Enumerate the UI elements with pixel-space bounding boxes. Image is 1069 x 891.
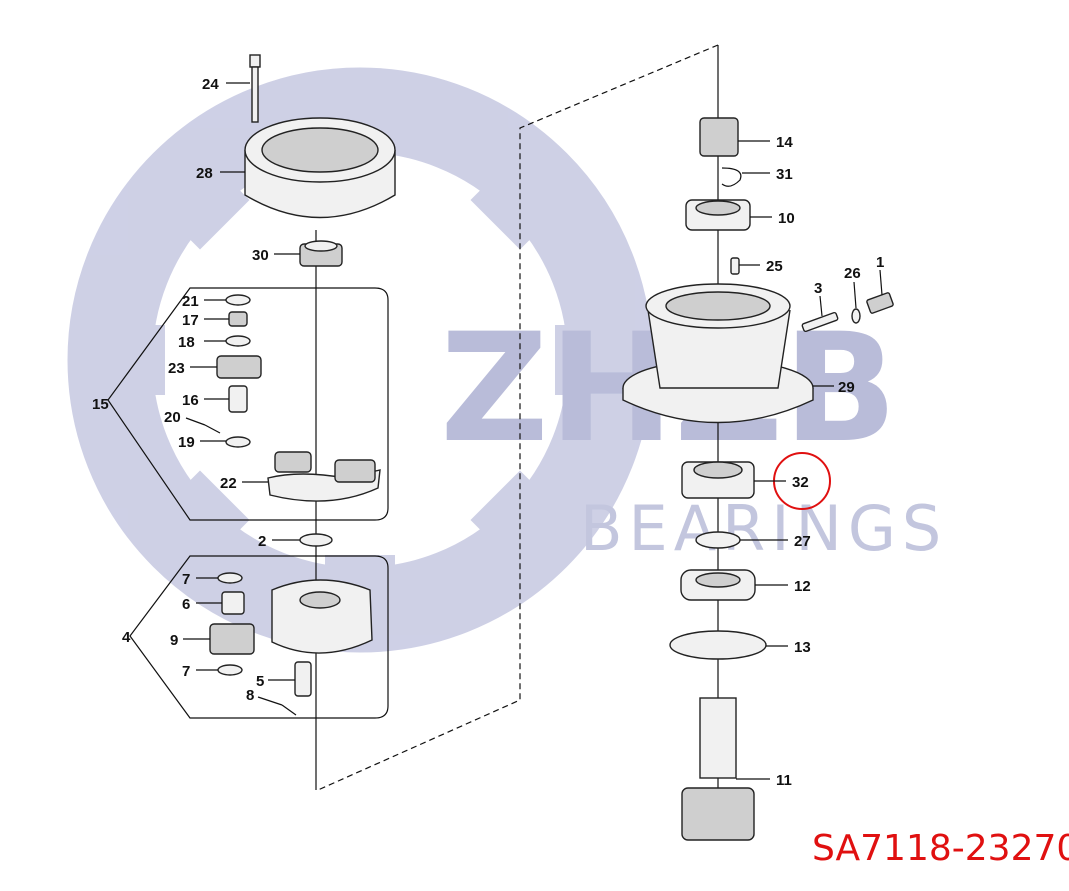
part-17-needle-bearing	[228, 311, 248, 327]
callout-7-upper: 7	[182, 571, 190, 588]
callout-32: 32	[792, 474, 809, 491]
group-4-bracket	[129, 555, 389, 719]
callout-8: 8	[246, 687, 254, 704]
part-2-thrust-ring	[299, 533, 333, 547]
part-20-roll-pin	[204, 424, 221, 434]
callout-1: 1	[876, 254, 884, 271]
callout-19: 19	[178, 434, 195, 451]
part-29-gear-housing	[622, 283, 814, 424]
callout-11: 11	[776, 772, 792, 789]
callout-27: 27	[794, 533, 811, 550]
callout-9: 9	[170, 632, 178, 649]
part-26-o-ring	[851, 308, 861, 324]
part-25-dowel-pin	[730, 257, 740, 275]
part-27-o-ring	[695, 531, 741, 549]
leader-lines	[183, 82, 883, 780]
watermark-subtitle: BEARINGS	[580, 492, 947, 565]
callout-21: 21	[182, 293, 199, 310]
part-12-oil-seal	[680, 569, 756, 601]
callout-7-lower: 7	[182, 663, 190, 680]
callout-20: 20	[164, 409, 181, 426]
part-31-snap-ring	[721, 167, 742, 187]
callout-5: 5	[256, 673, 264, 690]
part-19-thrust-washer	[225, 436, 251, 448]
callout-22: 22	[220, 475, 237, 492]
callout-28: 28	[196, 165, 213, 182]
callout-13: 13	[794, 639, 811, 656]
callout-16: 16	[182, 392, 199, 409]
part-7-upper-washer	[217, 572, 243, 584]
part-14-pinion-gear	[699, 117, 739, 157]
part-5-planet-pin	[294, 661, 312, 697]
callout-4: 4	[122, 629, 131, 646]
part-32-bearing	[681, 461, 755, 499]
callout-31: 31	[776, 166, 793, 183]
part-11-pinion-shaft	[681, 697, 755, 841]
callout-29: 29	[838, 379, 855, 396]
part-number: SA7118-23270	[812, 828, 1069, 869]
part-21-snap-ring	[225, 294, 251, 306]
callout-10: 10	[778, 210, 795, 227]
part-3-drain-plug	[801, 311, 839, 333]
callout-12: 12	[794, 578, 811, 595]
callout-2: 2	[258, 533, 266, 550]
callout-24: 24	[202, 76, 219, 93]
part-23-planet-gear	[216, 355, 262, 379]
part-24-bolt	[249, 54, 261, 123]
part-4-planet-carrier	[271, 579, 373, 654]
part-9-planet-gear	[209, 623, 255, 655]
part-10-taper-bearing	[685, 199, 751, 231]
callout-30: 30	[252, 247, 269, 264]
part-18-thrust-washer	[225, 335, 251, 347]
part-30-sun-gear	[299, 240, 343, 267]
part-1-plug	[866, 292, 894, 314]
part-6-needle-bearing	[221, 591, 245, 615]
part-8-roll-pin	[281, 704, 297, 716]
callout-26: 26	[844, 265, 861, 282]
callout-6: 6	[182, 596, 190, 613]
part-16-planet-pin	[228, 385, 248, 413]
callout-15: 15	[92, 396, 109, 413]
callout-14: 14	[776, 134, 793, 151]
callout-25: 25	[766, 258, 783, 275]
group-15-bracket	[107, 287, 389, 521]
part-7-lower-washer	[217, 664, 243, 676]
callout-18: 18	[178, 334, 195, 351]
callout-23: 23	[168, 360, 185, 377]
part-13-dust-cover	[669, 630, 767, 660]
callout-17: 17	[182, 312, 199, 329]
assembly-dashed-outline	[317, 44, 719, 791]
callout-3: 3	[814, 280, 822, 297]
part-28-ring-gear	[244, 117, 396, 219]
part-22-planet-carrier	[267, 451, 381, 502]
